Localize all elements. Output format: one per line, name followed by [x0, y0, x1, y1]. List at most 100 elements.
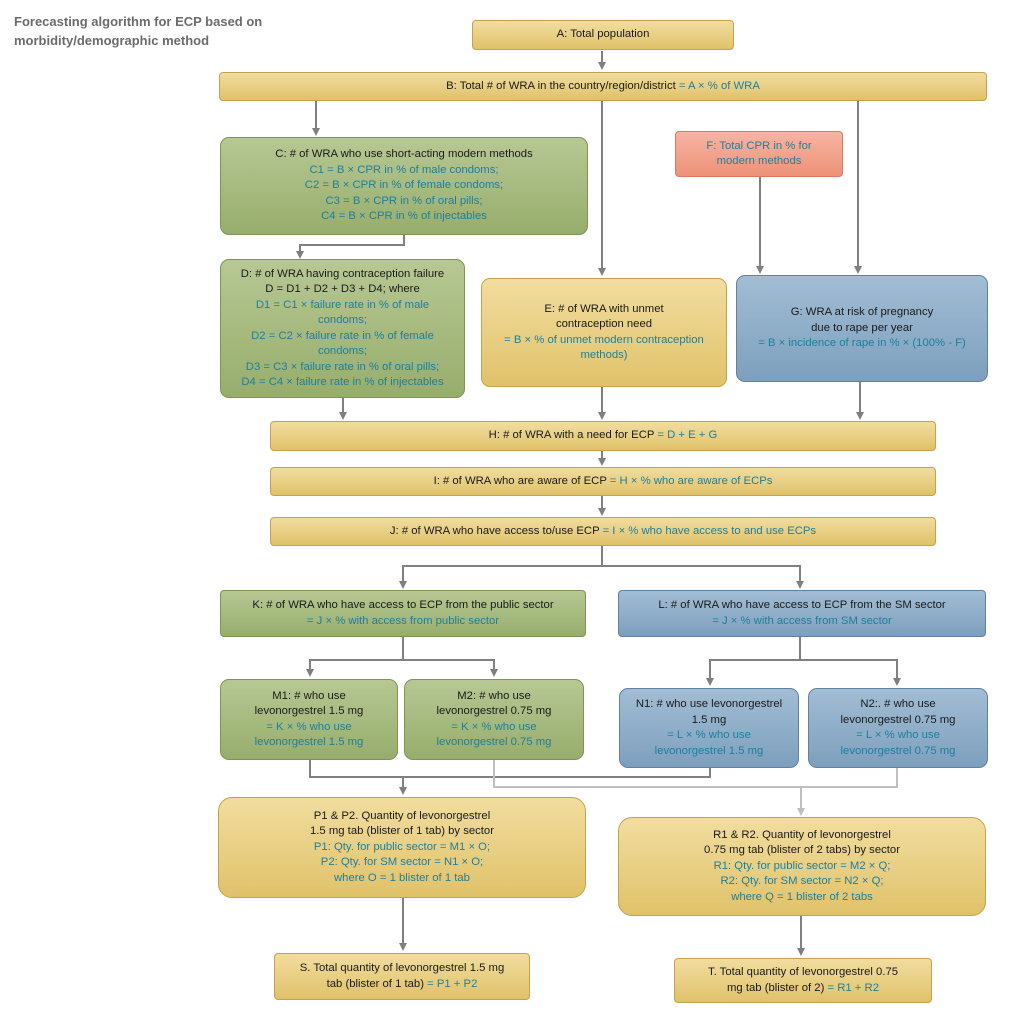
- arrow-m2-to-r: [493, 760, 805, 816]
- box-p-line-2: P2: Qty. for SM sector = N1 × O;: [320, 856, 484, 869]
- box-n2-line-1: = L × % who use: [856, 729, 940, 741]
- box-d-label-2: D = D1 + D2 + D3 + D4; where: [265, 283, 420, 295]
- box-d-contraception-failure: D: # of WRA having contraception failure…: [220, 259, 465, 398]
- box-l-sm-sector: L: # of WRA who have access to ECP from …: [618, 590, 986, 637]
- box-f-line-1: F: Total CPR in % for: [706, 139, 812, 152]
- box-j-label: J: # of WRA who have access to/use ECP: [389, 524, 600, 537]
- box-n1-label-2: 1.5 mg: [691, 713, 727, 726]
- box-r-label-2: 0.75 mg tab (blister of 2 tabs) by secto…: [704, 844, 900, 857]
- box-t-total-075mg: T. Total quantity of levonorgestrel 0.75…: [674, 958, 932, 1003]
- box-d-label: D: # of WRA having contraception failure: [240, 267, 445, 280]
- box-p-line-1: P1: Qty. for public sector = M1 × O;: [313, 840, 491, 853]
- box-m1-label-2: levonorgestrel 1.5 mg: [254, 705, 364, 717]
- box-d-line-2: condoms;: [318, 314, 367, 326]
- box-n2-line-2: levonorgestrel 0.75 mg: [840, 744, 956, 757]
- box-m2-line-1: = K × % who use: [451, 720, 537, 733]
- box-s-label-2: tab (blister of 1 tab): [326, 977, 424, 990]
- box-c-short-acting-methods: C: # of WRA who use short-acting modern …: [220, 137, 588, 235]
- box-r-quantity-075mg: R1 & R2. Quantity of levonorgestrel 0.75…: [618, 817, 986, 916]
- arrow-k-to-m2: [403, 659, 498, 677]
- box-s-label: S. Total quantity of levonorgestrel 1.5 …: [299, 962, 505, 974]
- box-k-label: K: # of WRA who have access to ECP from …: [252, 599, 554, 611]
- box-d-line-5: D3 = C3 × failure rate in % of oral pill…: [245, 360, 440, 373]
- box-j-access-use-ecp: J: # of WRA who have access to/use ECP =…: [270, 517, 936, 546]
- box-a-total-population: A: Total population: [472, 20, 734, 50]
- box-c-label: C: # of WRA who use short-acting modern …: [275, 148, 533, 161]
- box-d-line-3: D2 = C2 × failure rate in % of female: [251, 329, 434, 342]
- box-k-public-sector: K: # of WRA who have access to ECP from …: [220, 590, 586, 637]
- box-m2-levonorgestrel-075: M2: # who use levonorgestrel 0.75 mg = K…: [404, 679, 584, 760]
- box-m2-label-2: levonorgestrel 0.75 mg: [436, 705, 552, 717]
- box-m1-line-1: = K × % who use: [266, 720, 352, 733]
- box-m1-line-2: levonorgestrel 1.5 mg: [254, 736, 364, 748]
- box-e-label-2: contraception need: [555, 318, 653, 330]
- box-e-label: E: # of WRA with unmet: [544, 302, 664, 315]
- box-n1-label: N1: # who use levonorgestrel: [635, 698, 783, 710]
- box-b-label: B: Total # of WRA in the country/region/…: [446, 79, 676, 92]
- box-m1-levonorgestrel-15: M1: # who use levonorgestrel 1.5 mg = K …: [220, 679, 398, 760]
- box-g-label-2: due to rape per year: [811, 321, 913, 334]
- box-n1-line-1: = L × % who use: [667, 729, 751, 741]
- box-r-label: R1 & R2. Quantity of levonorgestrel: [713, 828, 891, 841]
- box-e-line-1: = B × % of unmet modern contraception: [504, 333, 704, 346]
- box-h-label: H: # of WRA with a need for ECP: [488, 429, 655, 442]
- box-n2-label: N2:. # who use: [860, 698, 936, 710]
- box-t-label: T. Total quantity of levonorgestrel 0.75: [707, 966, 899, 978]
- box-l-label: L: # of WRA who have access to ECP from …: [658, 599, 946, 611]
- box-j-formula: = I × % who have access to and use ECPs: [602, 524, 817, 537]
- box-c-line-4: C4 = B × CPR in % of injectables: [321, 210, 487, 223]
- box-m1-label: M1: # who use: [272, 689, 346, 702]
- arrow-l-to-n2: [800, 659, 901, 686]
- arrow-k-to-m1: [306, 637, 404, 677]
- box-p-label-2: 1.5 mg tab (blister of 1 tab) by sector: [310, 825, 494, 838]
- arrow-c-to-d: [296, 235, 405, 259]
- box-m2-line-2: levonorgestrel 0.75 mg: [436, 736, 552, 748]
- box-p-label-3: where O = 1 blister of 1 tab: [334, 871, 470, 884]
- arrow-n1-to-p: [403, 768, 711, 778]
- box-p-label: P1 & P2. Quantity of levonorgestrel: [313, 809, 491, 822]
- box-e-line-2: methods): [580, 349, 628, 361]
- box-m2-label: M2: # who use: [457, 689, 531, 702]
- box-g-rape-risk: G: WRA at risk of pregnancy due to rape …: [736, 275, 988, 382]
- box-e-unmet-need: E: # of WRA with unmet contraception nee…: [481, 278, 727, 387]
- box-c-line-3: C3 = B × CPR in % of oral pills;: [325, 194, 483, 207]
- box-d-line-4: condoms;: [318, 345, 367, 357]
- box-p-quantity-15mg: P1 & P2. Quantity of levonorgestrel 1.5 …: [218, 797, 586, 898]
- box-i-formula: = H × % who are aware of ECPs: [609, 474, 773, 487]
- arrow-m1-to-p: [309, 760, 407, 795]
- arrow-j-to-l: [602, 565, 804, 589]
- box-f-total-cpr: F: Total CPR in % for modern methods: [675, 131, 843, 177]
- box-c-line-1: C1 = B × CPR in % of male condoms;: [309, 163, 499, 176]
- box-n2-levonorgestrel-075: N2:. # who use levonorgestrel 0.75 mg = …: [808, 688, 988, 768]
- arrow-n2-to-r: [801, 768, 898, 788]
- box-s-formula: = P1 + P2: [427, 977, 478, 990]
- box-h-formula: = D + E + G: [657, 429, 718, 442]
- box-n1-line-2: levonorgestrel 1.5 mg: [654, 744, 764, 757]
- box-i-label: I: # of WRA who are aware of ECP: [433, 474, 607, 487]
- box-n1-levonorgestrel-15: N1: # who use levonorgestrel 1.5 mg = L …: [619, 688, 799, 768]
- arrow-j-to-k: [399, 546, 603, 589]
- box-g-label: G: WRA at risk of pregnancy: [790, 306, 934, 319]
- page-title: Forecasting algorithm for ECP based on m…: [14, 14, 263, 48]
- box-b-total-wra: B: Total # of WRA in the country/region/…: [219, 72, 987, 101]
- box-b-formula: = A × % of WRA: [678, 79, 760, 92]
- box-a-label: A: Total population: [556, 28, 650, 41]
- box-r-line-1: R1: Qty. for public sector = M2 × Q;: [713, 859, 891, 872]
- box-n2-label-2: levonorgestrel 0.75 mg: [840, 713, 956, 726]
- box-t-label-2: mg tab (blister of 2): [727, 981, 825, 994]
- box-d-line-1: D1 = C1 × failure rate in % of male: [255, 298, 430, 311]
- box-c-line-2: C2 = B × CPR in % of female condoms;: [304, 179, 504, 192]
- box-l-formula: = J × % with access from SM sector: [712, 614, 892, 627]
- box-g-formula: = B × incidence of rape in % × (100% - F…: [758, 337, 966, 350]
- box-i-aware-of-ecp: I: # of WRA who are aware of ECP = H × %…: [270, 467, 936, 496]
- box-s-total-15mg: S. Total quantity of levonorgestrel 1.5 …: [274, 953, 530, 1000]
- box-k-formula: = J × % with access from public sector: [306, 614, 500, 627]
- box-r-label-3: where Q = 1 blister of 2 tabs: [731, 890, 873, 903]
- box-t-formula: = R1 + R2: [827, 981, 879, 994]
- arrow-l-to-n1: [706, 637, 801, 686]
- box-h-need-for-ecp: H: # of WRA with a need for ECP = D + E …: [270, 421, 936, 451]
- box-r-line-2: R2: Qty. for SM sector = N2 × Q;: [720, 875, 884, 888]
- box-f-line-2: modern methods: [716, 155, 802, 167]
- box-d-line-6: D4 = C4 × failure rate in % of injectabl…: [241, 376, 444, 388]
